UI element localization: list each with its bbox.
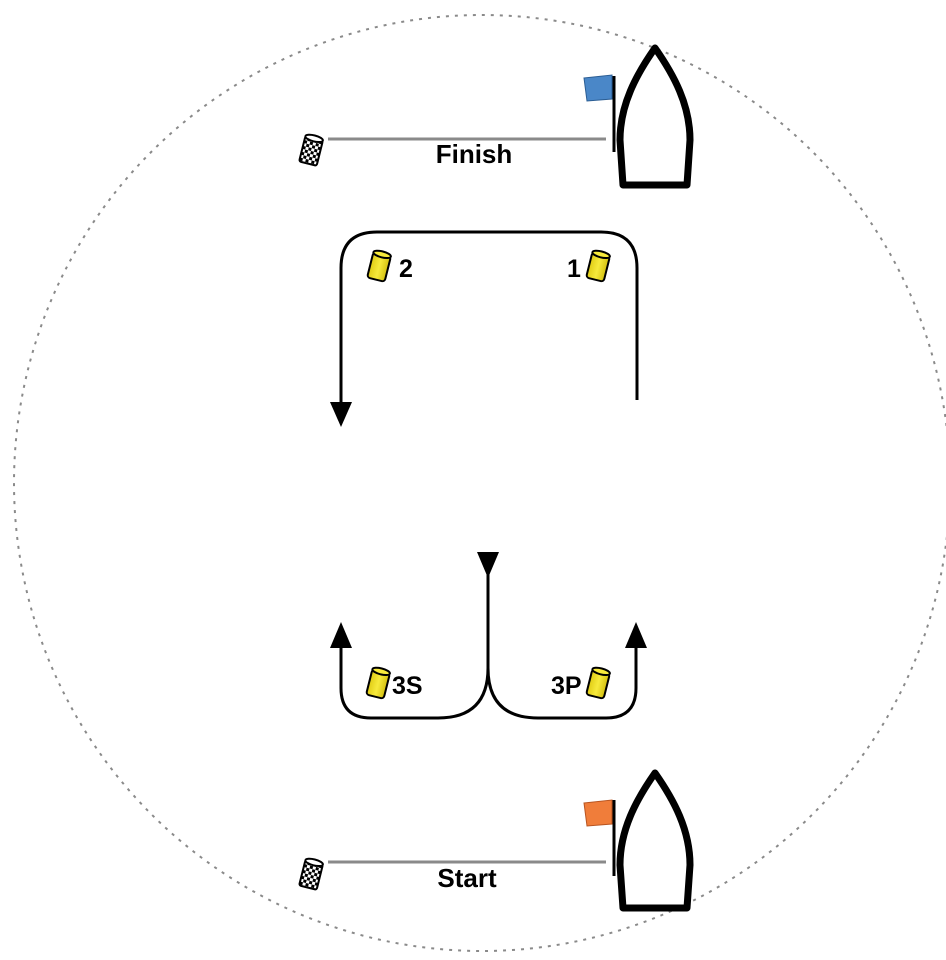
mark-3p: 3P (551, 666, 611, 700)
finish-label: Finish (436, 139, 513, 169)
mark-1-label: 1 (567, 255, 581, 283)
mark-1: 1 (567, 249, 611, 283)
mark-3p-label: 3P (551, 672, 582, 700)
yellow-cylinder-buoy-icon (585, 249, 611, 283)
yellow-cylinder-buoy-icon (366, 249, 392, 283)
course-path-lower (339, 570, 490, 720)
checkered-buoy-icon (298, 133, 324, 167)
boat-icon (583, 44, 694, 189)
mark-2-label: 2 (399, 255, 413, 283)
mark-2: 2 (366, 249, 413, 283)
start-label: Start (437, 863, 497, 893)
checkered-buoy-icon (298, 857, 324, 891)
yellow-cylinder-buoy-icon (585, 666, 611, 700)
orange-flag-icon (583, 799, 613, 827)
arrow-icon (330, 622, 352, 648)
mark-3s-label: 3S (392, 672, 423, 700)
arrow-icon (625, 622, 647, 648)
course-path-upper (339, 230, 639, 412)
mark-3s: 3S (365, 666, 423, 700)
start-line-group: Start (298, 769, 694, 912)
course-boundary (13, 14, 946, 952)
yellow-cylinder-buoy-icon (365, 666, 391, 700)
finish-line-group: Finish (298, 44, 694, 189)
course-path-lower-right (486, 645, 638, 720)
arrow-icon (477, 552, 499, 578)
arrow-icon (330, 402, 352, 427)
boat-icon (583, 769, 694, 912)
blue-flag-icon (583, 74, 613, 102)
